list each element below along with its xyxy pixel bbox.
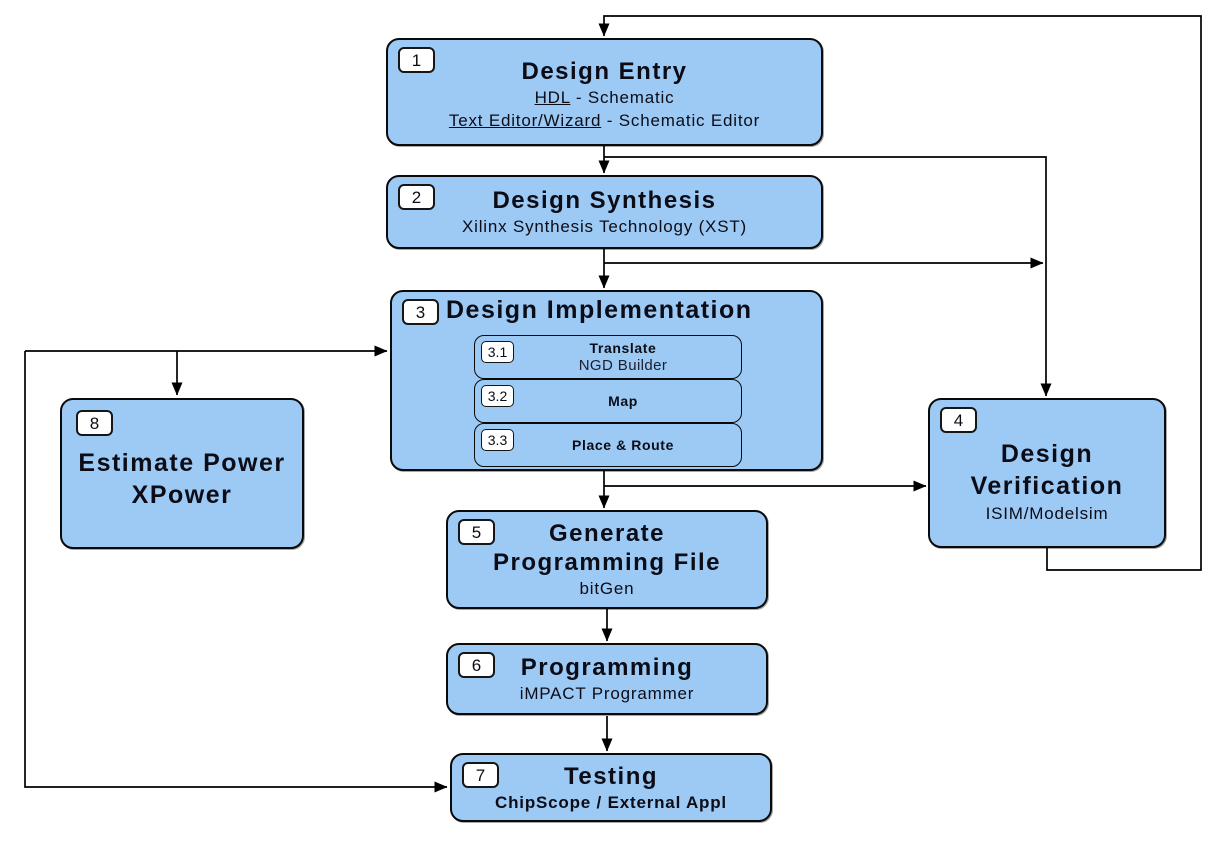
- substep-subtitle: NGD Builder: [578, 357, 668, 374]
- connector-entry-branch-to-verification: [604, 156, 1052, 397]
- step-number-badge: 7: [462, 762, 499, 788]
- substep-translate: 3.1 Translate NGD Builder: [474, 335, 742, 379]
- step-number-badge: 6: [458, 652, 495, 678]
- substep-title: Translate: [589, 340, 657, 356]
- node-title-line1: Estimate Power: [78, 448, 286, 477]
- step-number-badge: 8: [76, 410, 113, 436]
- node-subtitle: bitGen: [579, 579, 635, 598]
- step-number-badge: 4: [940, 407, 977, 433]
- node-title-line1: Generate: [548, 520, 666, 547]
- node-generate-programming-file: 5 Generate Programming File bitGen: [446, 510, 768, 609]
- connector-left-to-testing: [24, 351, 448, 793]
- node-subtitle-line1: HDL - Schematic: [534, 87, 675, 107]
- node-estimate-power: 8 Estimate Power XPower: [60, 398, 304, 549]
- substep-number-badge: 3.2: [481, 385, 514, 407]
- node-design-verification: 4 Design Verification ISIM/Modelsim: [928, 398, 1166, 548]
- node-design-synthesis: 2 Design Synthesis Xilinx Synthesis Tech…: [386, 175, 823, 249]
- node-subtitle: Xilinx Synthesis Technology (XST): [462, 217, 747, 236]
- step-number-badge: 2: [398, 184, 435, 210]
- substep-map: 3.2 Map: [474, 379, 742, 423]
- node-subtitle-line2: Text Editor/Wizard - Schematic Editor: [448, 110, 761, 130]
- substep-title: Map: [608, 392, 638, 409]
- node-title-line2: Programming File: [492, 549, 722, 576]
- node-title: Design Synthesis: [492, 187, 717, 214]
- node-title-line2: XPower: [131, 480, 233, 509]
- node-title-line2: Verification: [970, 471, 1124, 500]
- step-number-badge: 1: [398, 47, 435, 73]
- node-title: Design Implementation: [446, 296, 753, 324]
- substep-number-badge: 3.3: [481, 429, 514, 451]
- step-number-badge: 3: [402, 299, 439, 325]
- node-programming: 6 Programming iMPACT Programmer: [446, 643, 768, 715]
- node-subtitle: ISIM/Modelsim: [985, 503, 1109, 523]
- node-design-implementation: 3 Design Implementation 3.1 Translate NG…: [390, 290, 823, 471]
- node-title: Testing: [563, 762, 659, 790]
- substep-title: Place & Route: [572, 436, 674, 453]
- node-title: Design Entry: [521, 57, 688, 85]
- substep-number-badge: 3.1: [481, 341, 514, 363]
- substep-place-route: 3.3 Place & Route: [474, 423, 742, 467]
- step-number-badge: 5: [458, 519, 495, 545]
- node-subtitle: iMPACT Programmer: [519, 684, 695, 703]
- node-subtitle: ChipScope / External Appl: [495, 792, 727, 812]
- node-testing: 7 Testing ChipScope / External Appl: [450, 753, 772, 822]
- connector-verification-to-entry-feedback: [598, 15, 1202, 571]
- node-title: Programming: [520, 654, 694, 681]
- node-design-entry: 1 Design Entry HDL - Schematic Text Edit…: [386, 38, 823, 146]
- node-title-line1: Design: [1000, 439, 1094, 468]
